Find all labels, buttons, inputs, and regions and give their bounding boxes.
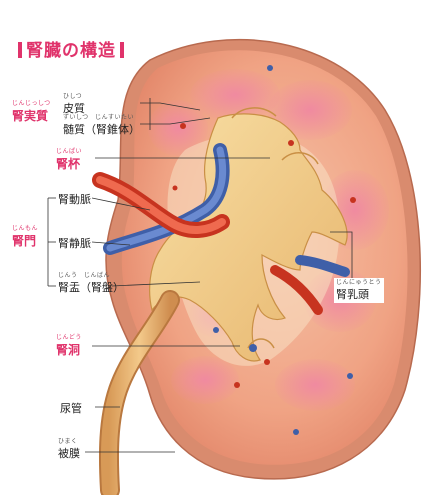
- label-ureter: 尿管: [60, 400, 82, 416]
- label-capsule: ひまく被膜: [58, 438, 80, 461]
- label-renal-vein: 腎静脈: [58, 235, 91, 251]
- label-renal-pelvis: じんう じんばん腎盂（腎盤）: [58, 272, 124, 295]
- page-title: 腎臓の構造: [14, 36, 128, 61]
- label-cortex: ひしつ皮質: [63, 93, 85, 116]
- label-renal-papilla: じんにゅうとう腎乳頭: [334, 278, 384, 303]
- label-renal-hilum: じんもん腎門: [12, 225, 38, 249]
- label-renal-sinus: じんどう腎洞: [56, 334, 82, 358]
- label-calyx: じんぱい腎杯: [56, 148, 82, 172]
- label-renal-artery: 腎動脈: [58, 191, 91, 207]
- label-medulla: ずいしつ じんすいたい髄質（腎錐体）: [63, 114, 140, 137]
- label-renal-parenchyma: じんじっしつ腎実質: [12, 100, 51, 124]
